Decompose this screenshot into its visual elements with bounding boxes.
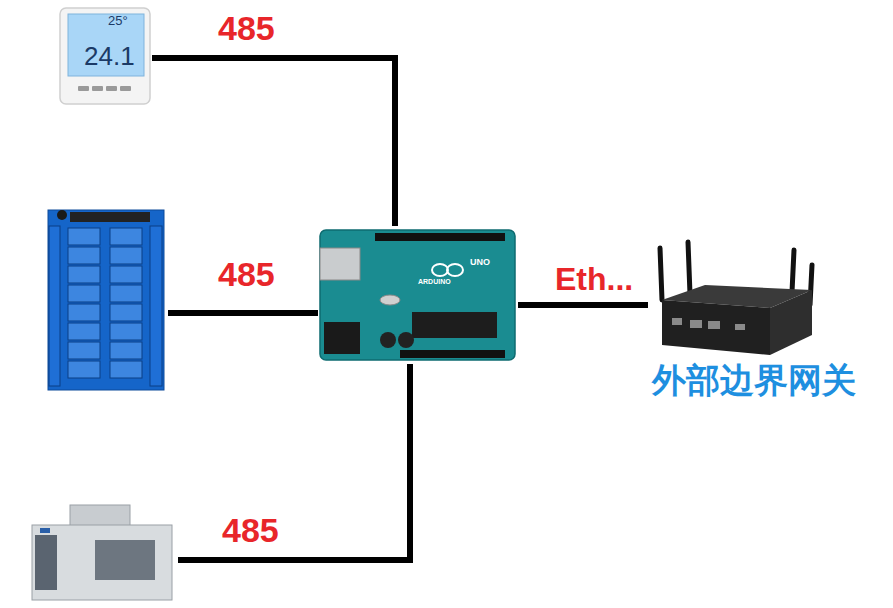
port [672, 318, 682, 325]
thermostat-display [68, 14, 144, 76]
gateway-illustration [660, 242, 812, 355]
capacitor [57, 210, 67, 220]
pin-header [375, 233, 505, 241]
machine-node [28, 500, 178, 604]
port [708, 321, 720, 329]
relay-board-illustration [48, 210, 164, 390]
gateway-front [662, 300, 770, 355]
gateway-side [770, 290, 812, 355]
machine-logo [40, 528, 50, 533]
temperature-reading: 24.1 [84, 42, 135, 71]
bus-cable [152, 58, 395, 226]
capacitor [380, 332, 396, 348]
link-label: 485 [218, 256, 275, 293]
thermostat-button [120, 86, 131, 91]
pin-header [400, 350, 505, 358]
machine-illustration [32, 505, 172, 600]
microcontroller-chip [412, 312, 497, 338]
port [690, 320, 702, 328]
thermostat-body [60, 8, 150, 104]
relays [68, 228, 142, 378]
bus-cable [178, 364, 410, 560]
thermostat-node: 25° 24.1 [58, 6, 152, 106]
link-label: 485 [222, 512, 279, 549]
arduino-logo [432, 264, 448, 276]
pin-header [70, 212, 150, 222]
link-label: Eth... [555, 262, 633, 297]
arduino-pcb [320, 230, 515, 360]
machine-top [70, 505, 130, 527]
thermostat-button [92, 86, 103, 91]
thermostat-button [78, 86, 89, 91]
thermostat-illustration [60, 8, 150, 104]
link-label: 485 [218, 10, 275, 47]
edge-gateway: 外部边界网关 [648, 238, 876, 408]
gateway-caption: 外部边界网关 [652, 362, 856, 399]
relay-pcb [48, 210, 164, 390]
usb-port [320, 248, 360, 280]
crystal [380, 295, 400, 305]
machine-body [32, 525, 172, 600]
power-jack [324, 322, 360, 354]
terminal-block [150, 226, 162, 386]
board-brand: ARDUINO [418, 278, 451, 286]
arduino-logo [447, 264, 463, 276]
setpoint-reading: 25° [108, 14, 128, 28]
bus-cable [518, 302, 648, 308]
terminal-block [49, 226, 60, 386]
bus-cable [168, 310, 318, 316]
capacitor [398, 332, 414, 348]
controller-board: UNO ARDUINO [318, 226, 518, 364]
relay-board-node [46, 207, 168, 393]
board-model: UNO [470, 258, 490, 268]
machine-window [95, 540, 155, 580]
machine-panel [35, 535, 57, 590]
arduino-illustration [320, 230, 515, 360]
port [735, 324, 745, 330]
thermostat-button [106, 86, 117, 91]
